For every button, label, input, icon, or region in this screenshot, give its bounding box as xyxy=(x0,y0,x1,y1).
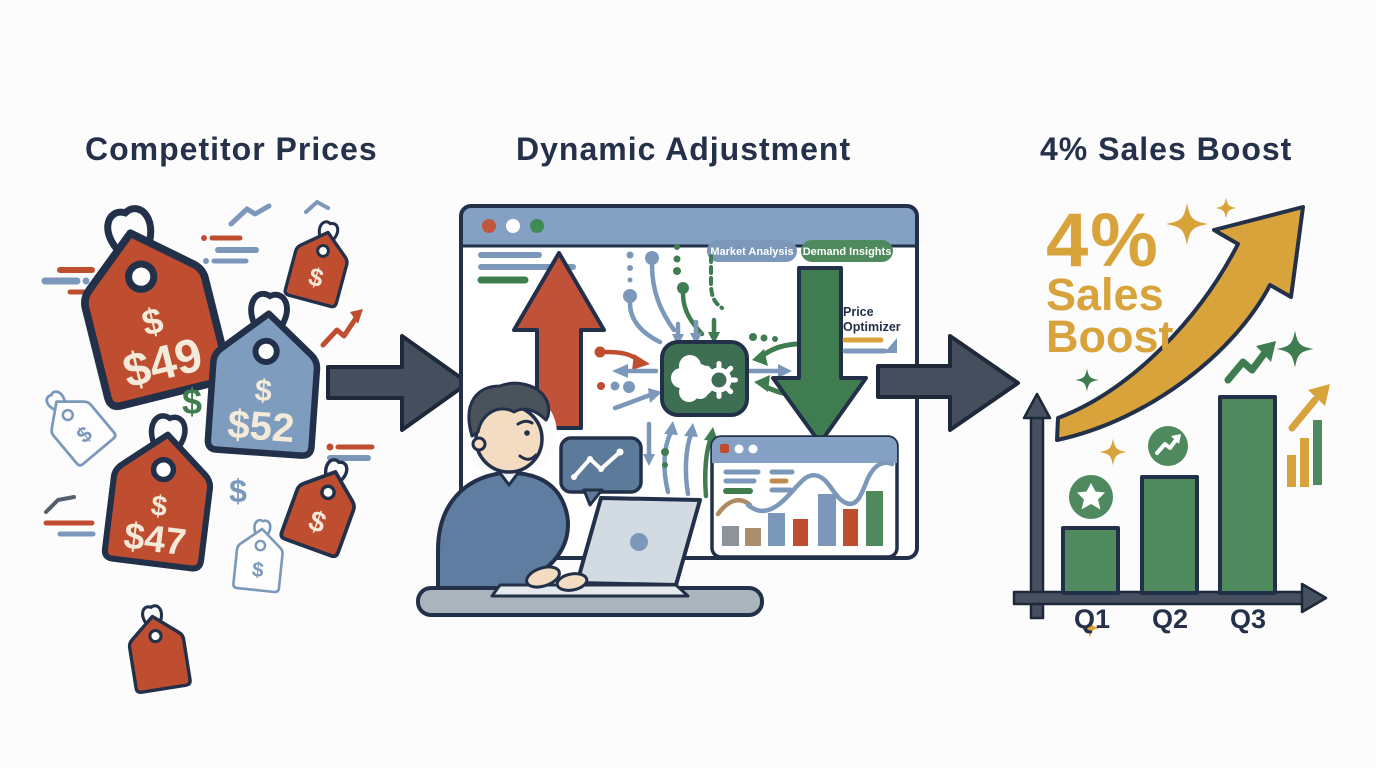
price-tag-outline-left: $ xyxy=(45,390,117,467)
decorative-dashes-left xyxy=(41,267,95,295)
laptop-logo xyxy=(630,533,648,551)
sparkle-icon xyxy=(1075,368,1099,392)
sparkle-icon xyxy=(1276,330,1314,368)
price-down-arrow xyxy=(771,266,868,445)
bar-q2 xyxy=(1140,475,1199,595)
window-dot-red xyxy=(482,219,496,233)
mini-dot-white2 xyxy=(748,444,758,454)
decorative-dashes-bottom xyxy=(43,495,96,537)
headline-word1: Sales xyxy=(1046,269,1164,320)
laptop-keyboard xyxy=(490,583,690,598)
bar-q3 xyxy=(1218,395,1277,595)
label-q2: Q2 xyxy=(1152,604,1188,634)
tag-small-top-symbol: $ xyxy=(305,263,326,294)
price-tag-outline-bottom: $ xyxy=(232,518,284,594)
zigzag-line-blue-small xyxy=(304,199,330,214)
bar-q1 xyxy=(1061,526,1120,595)
price-tag-partial-bottom xyxy=(127,604,192,695)
cursor-flag-icon xyxy=(884,338,897,353)
sparkle-icon xyxy=(1215,197,1237,219)
trend-arrow-red xyxy=(320,309,363,348)
eyebrow xyxy=(516,419,534,426)
decorative-dashes-top xyxy=(201,235,259,264)
torso xyxy=(436,470,570,594)
trend-up-icon xyxy=(1171,434,1181,444)
mini-dot-red xyxy=(720,444,729,453)
window-dot-green xyxy=(530,219,544,233)
tag-47-price: $47 xyxy=(121,514,188,563)
middle-panel-title: Dynamic Adjustment xyxy=(516,131,851,167)
gold-growth-icon xyxy=(1287,384,1330,487)
smile xyxy=(518,453,538,461)
window-dot-white xyxy=(506,219,520,233)
hands xyxy=(525,565,589,592)
pill-demand-label: Demand Insights xyxy=(803,246,892,258)
sparkle-icon xyxy=(1166,203,1208,245)
star-badge xyxy=(1069,475,1113,519)
green-trend-arrow xyxy=(1224,341,1276,384)
zigzag-line-blue xyxy=(228,203,272,227)
label-q1: Q1 xyxy=(1074,604,1110,634)
left-panel-title: Competitor Prices xyxy=(85,131,378,167)
price-tag-52: $ $52 xyxy=(204,291,321,459)
star-icon xyxy=(1077,483,1105,510)
price-tag-small-top: $ xyxy=(283,220,349,309)
laptop xyxy=(490,496,702,598)
blue-dollar-symbol: $ xyxy=(229,473,247,509)
hair xyxy=(467,381,551,438)
tag-47-currency: $ xyxy=(149,490,169,524)
mini-analytics-window xyxy=(710,435,899,559)
connector-arrow-2 xyxy=(876,334,1020,432)
sparkle-icon xyxy=(1099,438,1127,466)
connector-arrow-1 xyxy=(326,334,470,432)
gear-half xyxy=(700,361,738,399)
ear xyxy=(471,436,487,452)
price-tag-small-right: $ xyxy=(279,458,356,559)
headline-word2: Boost xyxy=(1046,311,1174,362)
mini-bar-chart xyxy=(722,491,883,546)
browser-header xyxy=(461,206,917,246)
decorative-dashes-right xyxy=(326,443,375,461)
speech-bubble-chart xyxy=(559,436,643,507)
tag-52-price: $52 xyxy=(226,401,296,451)
person-analyst xyxy=(436,381,570,594)
depicted-pill-market: Market Analysis xyxy=(707,240,797,262)
tag-52-currency: $ xyxy=(254,372,273,408)
tag-outline-bottom-symbol: $ xyxy=(251,558,265,582)
price-optimizer-label: Price Optimizer xyxy=(842,305,901,354)
price-tag-49: $ $49 xyxy=(81,205,232,411)
quarterly-bar-chart xyxy=(1061,395,1277,595)
green-dollar-symbol: $ xyxy=(182,381,202,422)
headline-percent: 4% xyxy=(1046,198,1160,283)
depicted-pill-demand: Demand Insights xyxy=(801,240,893,262)
mini-line-blue xyxy=(745,460,895,514)
circuit-lines xyxy=(623,244,778,345)
eye xyxy=(524,430,530,436)
ai-gear-brain-icon xyxy=(660,340,749,417)
growth-swoosh-arrow xyxy=(1055,205,1305,442)
right-panel-title: 4% Sales Boost xyxy=(1040,131,1292,167)
price-tag-47: $ $47 xyxy=(101,413,214,572)
pill-market-label: Market Analysis xyxy=(710,246,793,258)
label-q3: Q3 xyxy=(1230,604,1266,634)
trend-badge xyxy=(1148,426,1188,466)
brain-half xyxy=(671,355,711,402)
optimizer-line1: Price xyxy=(843,305,874,319)
mini-dot-white1 xyxy=(734,444,744,454)
optimizer-line2: Optimizer xyxy=(843,320,901,334)
